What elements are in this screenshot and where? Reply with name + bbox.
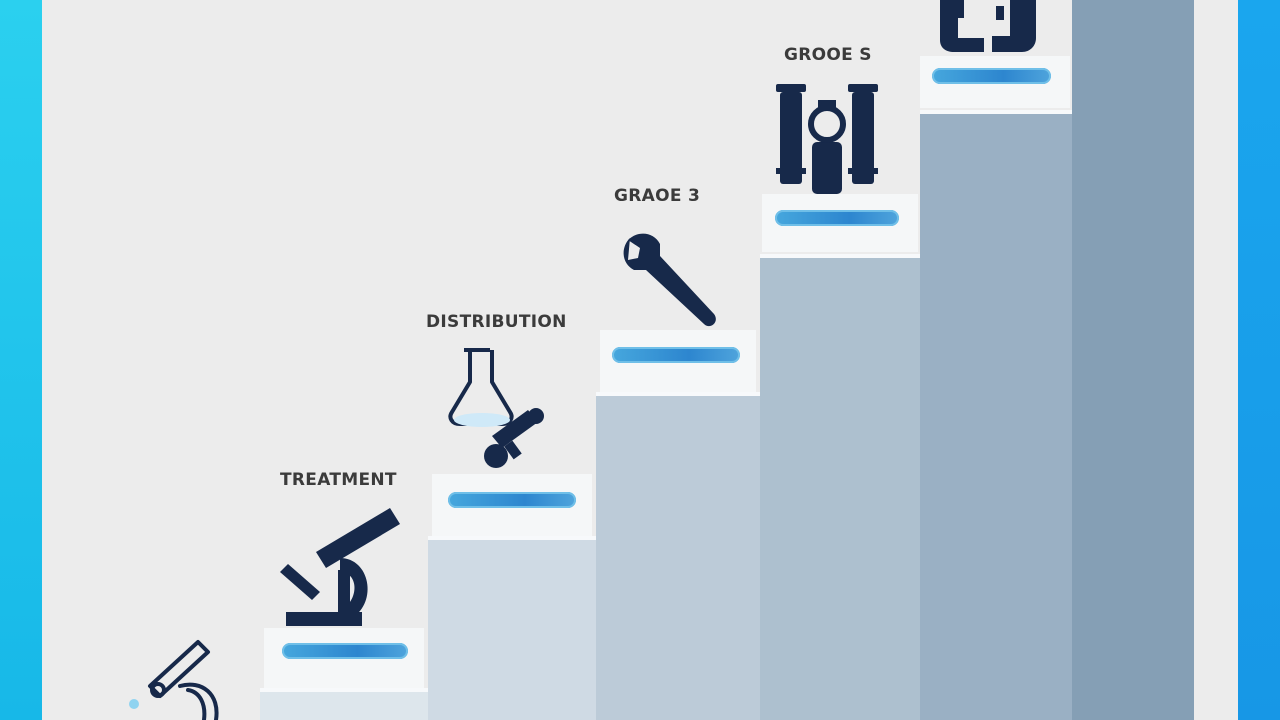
step-riser-1 <box>260 688 428 720</box>
step-label-grade-5: GROOE S <box>784 45 872 65</box>
step-riser-6 <box>1072 0 1194 720</box>
step-pill-1 <box>282 643 408 659</box>
step-label-distribution: DISTRIBUTION <box>426 312 567 332</box>
water-filter-icon <box>776 84 878 194</box>
microscope-outline-icon <box>129 640 219 720</box>
left-frame-border <box>0 0 42 720</box>
step-riser-3 <box>596 392 760 720</box>
step-pill-5 <box>932 68 1051 84</box>
step-riser-5 <box>920 110 1072 720</box>
right-frame-border <box>1238 0 1280 720</box>
pipe-fitting-icon <box>940 0 1036 52</box>
step-riser-4 <box>760 254 920 720</box>
step-pill-2 <box>448 492 576 508</box>
step-riser-2 <box>428 536 596 720</box>
microscope-icon <box>280 508 400 626</box>
step-pill-4 <box>775 210 899 226</box>
step-pill-3 <box>612 347 740 363</box>
step-label-treatment: TREATMENT <box>280 470 397 490</box>
wrench-icon <box>623 233 716 327</box>
step-label-grade-3: GRAOE 3 <box>614 186 701 206</box>
flask-valve-icon <box>448 348 544 468</box>
